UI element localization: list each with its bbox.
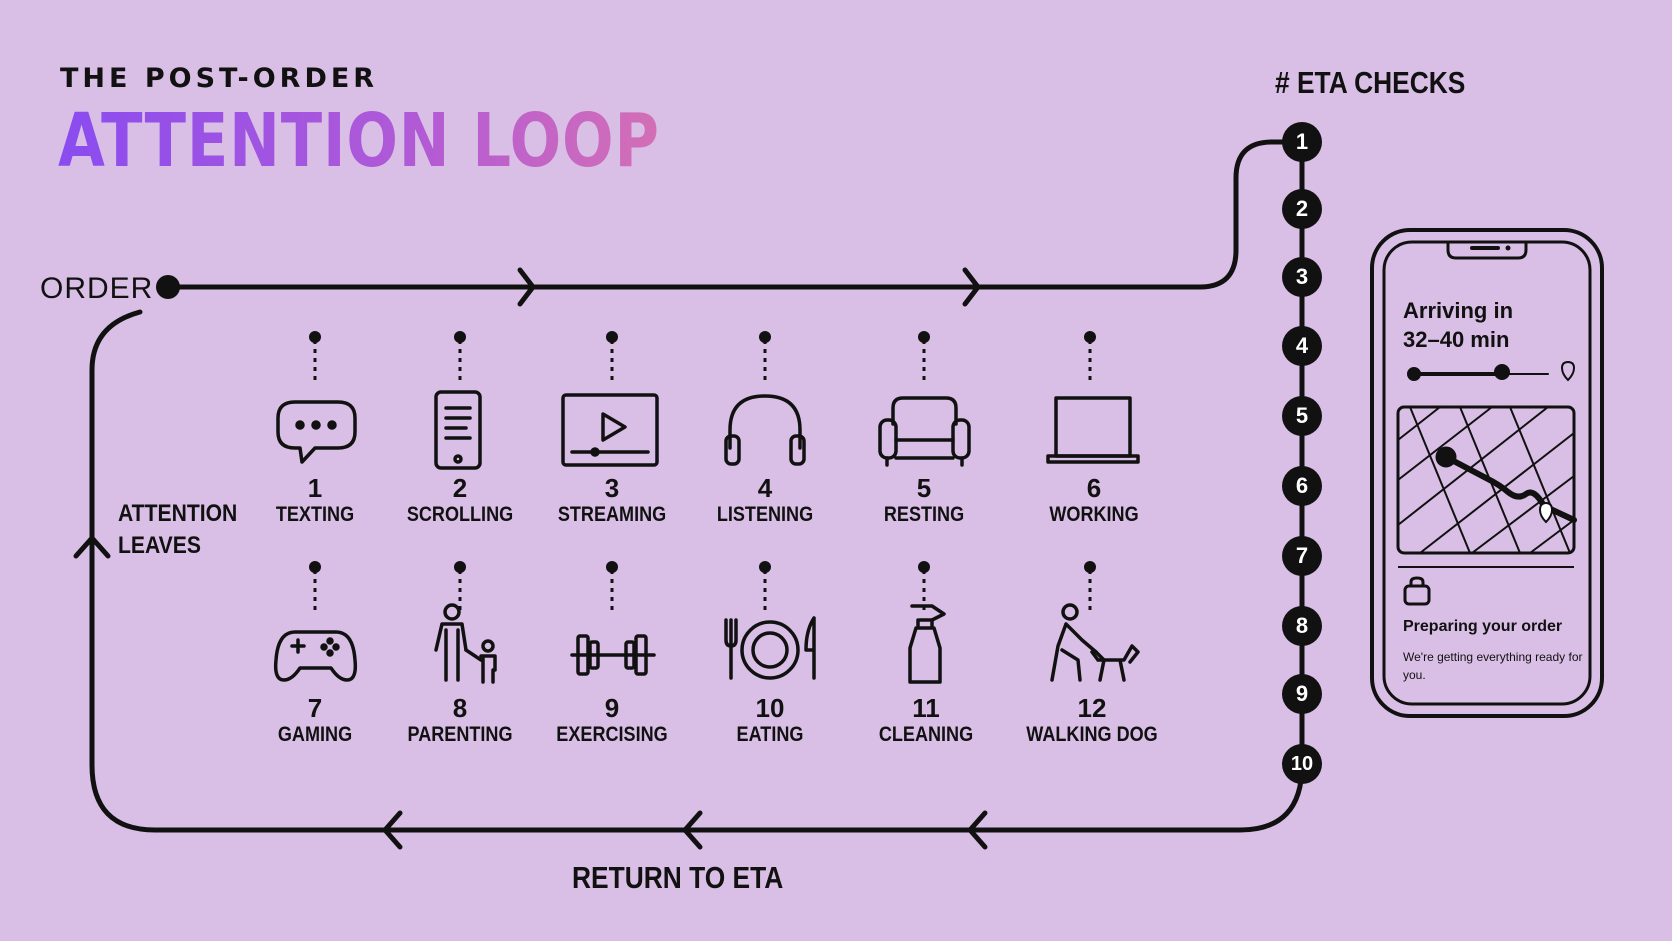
phone-arriving-line1: Arriving in: [1403, 298, 1514, 323]
activity-scrolling: 2 SCROLLING: [380, 474, 540, 528]
map-icon: [1396, 405, 1577, 555]
headphones-icon: [724, 394, 806, 466]
eta-check-9: 9: [1282, 674, 1322, 714]
arrow-top-1: [517, 267, 536, 307]
attention-leaves-line1: ATTENTION: [118, 500, 238, 527]
arrow-top-2: [962, 267, 981, 307]
plate-cutlery-icon: [724, 616, 816, 680]
activity-working: 6 WORKING: [1014, 474, 1174, 528]
activity-label: WALKING DOG: [1026, 723, 1158, 746]
page-kicker: THE POST-ORDER: [60, 63, 379, 94]
arrow-bottom-3: [382, 810, 403, 850]
phone-status-title: Preparing your order: [1403, 618, 1563, 635]
activity-exercising: 9 EXERCISING: [532, 694, 692, 748]
chat-bubble-icon: [276, 400, 357, 464]
order-label: ORDER: [40, 272, 154, 305]
eta-check-5: 5: [1282, 396, 1322, 436]
phone-illustration: [1370, 228, 1604, 718]
eta-check-10: 10: [1282, 744, 1322, 784]
bag-icon: [1403, 576, 1431, 606]
phone-arriving-eta: 32–40 min: [1403, 327, 1510, 352]
parent-child-icon: [434, 603, 497, 684]
activity-number: 6: [1086, 473, 1102, 503]
phone-status-subtitle: We're getting everything ready for you.: [1403, 650, 1583, 682]
activity-connector-dots: [309, 331, 1096, 573]
activity-number: 10: [755, 693, 785, 723]
arrow-bottom-1: [967, 810, 988, 850]
dumbbell-icon: [570, 634, 656, 676]
activity-number: 3: [604, 473, 620, 503]
order-dot: [156, 275, 180, 299]
phone-arriving: Arriving in 32–40 min: [1403, 296, 1513, 354]
activity-number: 4: [757, 473, 773, 503]
activity-cleaning: 11 CLEANING: [846, 694, 1006, 748]
laptop-icon: [1046, 396, 1140, 464]
spray-bottle-icon: [908, 604, 946, 684]
eta-check-2: 2: [1282, 189, 1322, 229]
return-to-eta-label: RETURN TO ETA: [572, 860, 784, 895]
attention-leaves-label: ATTENTION LEAVES: [118, 498, 237, 562]
activity-streaming: 3 STREAMING: [532, 474, 692, 528]
activity-number: 9: [604, 693, 620, 723]
activity-label: EXERCISING: [556, 723, 668, 746]
activity-label: WORKING: [1049, 503, 1139, 526]
arrow-up: [73, 535, 111, 559]
smartphone-icon: [434, 390, 482, 470]
activity-label: TEXTING: [275, 503, 355, 526]
activity-connectors: [313, 340, 1092, 610]
activity-number: 7: [307, 693, 323, 723]
gamepad-icon: [273, 630, 358, 682]
attention-leaves-line2: LEAVES: [118, 532, 201, 559]
activity-number: 8: [452, 693, 468, 723]
activity-listening: 4 LISTENING: [685, 474, 845, 528]
activity-label: EATING: [736, 723, 804, 746]
activity-number: 5: [916, 473, 932, 503]
activity-eating: 10 EATING: [690, 694, 850, 748]
eta-check-6: 6: [1282, 466, 1322, 506]
page-title: ATTENTION LOOP: [58, 98, 660, 184]
activity-label: LISTENING: [716, 503, 814, 526]
activity-resting: 5 RESTING: [844, 474, 1004, 528]
activity-gaming: 7 GAMING: [235, 694, 395, 748]
activity-label: STREAMING: [557, 503, 667, 526]
eta-check-1: 1: [1282, 122, 1322, 162]
armchair-icon: [878, 396, 971, 467]
activity-number: 11: [912, 693, 940, 723]
activity-number: 2: [452, 473, 468, 503]
activity-label: GAMING: [277, 723, 353, 746]
activity-texting: 1 TEXTING: [235, 474, 395, 528]
activity-number: 12: [1077, 693, 1107, 723]
video-player-icon: [561, 393, 659, 467]
activity-label: PARENTING: [407, 723, 513, 746]
loop-path-bottom: [89, 309, 1305, 833]
eta-check-7: 7: [1282, 536, 1322, 576]
eta-check-4: 4: [1282, 326, 1322, 366]
activity-label: SCROLLING: [406, 503, 514, 526]
arrow-bottom-2: [682, 810, 703, 850]
loop-path-top: [167, 139, 1305, 290]
activity-number: 1: [307, 473, 323, 503]
activity-walking-dog: 12 WALKING DOG: [1012, 694, 1172, 748]
eta-check-8: 8: [1282, 606, 1322, 646]
route-progress-icon: [1407, 360, 1576, 382]
activity-parenting: 8 PARENTING: [380, 694, 540, 748]
eta-checks-label: # ETA CHECKS: [1275, 65, 1466, 100]
eta-check-3: 3: [1282, 257, 1322, 297]
dog-walker-icon: [1050, 603, 1140, 682]
activity-label: CLEANING: [878, 723, 974, 746]
activity-label: RESTING: [883, 503, 965, 526]
